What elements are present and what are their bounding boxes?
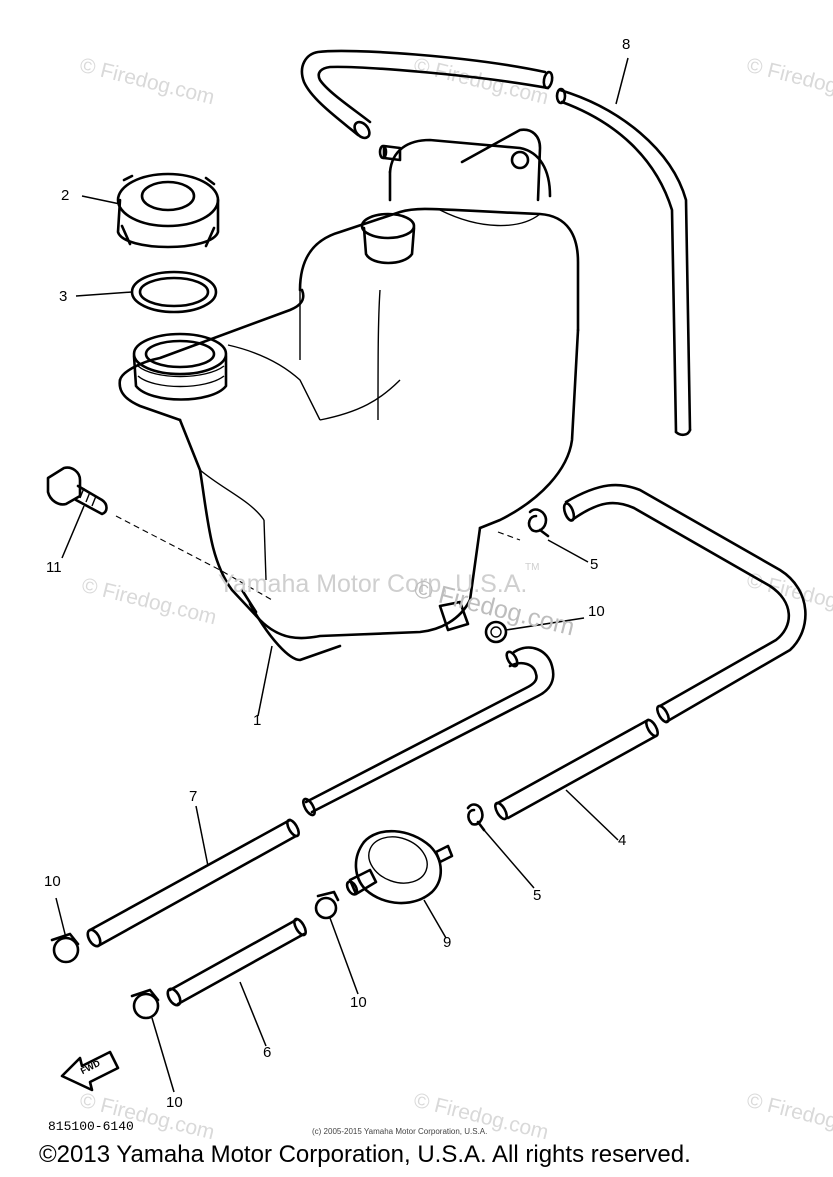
footer-copyright: ©2013 Yamaha Motor Corporation, U.S.A. A… — [39, 1141, 691, 1168]
callout-5-upper: 5 — [590, 556, 599, 573]
hose-6 — [166, 917, 307, 1007]
leader-5-upper — [547, 539, 589, 563]
small-copyright: (c) 2005-2015 Yamaha Motor Corporation, … — [312, 1127, 488, 1136]
leader-3 — [75, 291, 133, 297]
callout-7: 7 — [189, 788, 198, 805]
reservoir-tank-1 — [118, 128, 580, 662]
callout-10-left: 10 — [44, 873, 61, 890]
bolt-11 — [46, 466, 108, 516]
leader-8 — [615, 57, 629, 105]
hose-7 — [86, 646, 555, 948]
leader-2 — [81, 195, 121, 205]
callout-5-lower: 5 — [533, 887, 542, 904]
callout-4: 4 — [618, 832, 627, 849]
clamp-10-filter — [314, 890, 340, 920]
callout-10-filter: 10 — [350, 994, 367, 1011]
leader-9 — [423, 899, 447, 939]
callout-9: 9 — [443, 934, 452, 951]
leader-10-bottom — [151, 1017, 175, 1093]
yamaha-watermark: Yamaha Motor Corp, U.S.A. — [218, 570, 528, 598]
leader-10-filter — [329, 917, 359, 995]
leader-4 — [565, 789, 619, 841]
hose-4 — [494, 483, 807, 821]
leader-5-upper-dashed — [497, 531, 521, 541]
diagram-code: 815100-6140 — [48, 1119, 134, 1134]
hose-8 — [300, 49, 692, 437]
trademark-mark: TM — [525, 562, 540, 573]
callout-8: 8 — [622, 36, 631, 53]
clamp-10-left — [50, 932, 80, 964]
callout-11: 11 — [46, 559, 62, 576]
clamp-10-tank — [484, 620, 508, 644]
clip-5-upper — [527, 508, 550, 538]
gasket-3 — [130, 270, 218, 314]
radiator-cap-2 — [116, 172, 220, 249]
callout-1: 1 — [253, 712, 262, 729]
fwd-arrow — [60, 1050, 120, 1092]
leader-1 — [257, 645, 273, 717]
callout-10-tank: 10 — [588, 603, 605, 620]
callout-6: 6 — [263, 1044, 272, 1061]
leader-7 — [195, 805, 209, 867]
leader-5-lower — [483, 829, 535, 889]
clamp-10-bottom — [130, 988, 160, 1020]
filter-9 — [345, 829, 454, 905]
callout-3: 3 — [59, 288, 68, 305]
leader-6 — [239, 981, 267, 1047]
clip-5-lower — [466, 803, 486, 832]
leader-11 — [61, 505, 85, 559]
leader-10-tank — [505, 617, 585, 631]
callout-10-bottom: 10 — [166, 1094, 183, 1111]
leader-10-left — [55, 897, 67, 939]
callout-2: 2 — [61, 187, 70, 204]
